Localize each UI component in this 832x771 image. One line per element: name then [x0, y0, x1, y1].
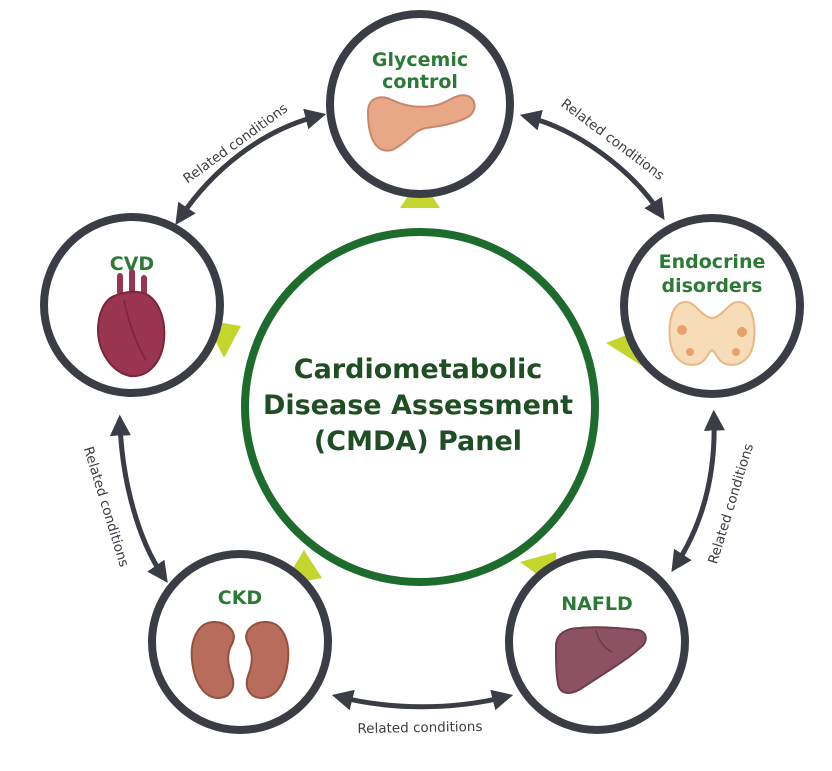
node-label-line-2: control: [382, 71, 458, 93]
node-cvd: CVD: [40, 213, 224, 397]
kidneys-icon: [190, 620, 290, 700]
node-label-line-2: disorders: [661, 275, 762, 297]
relation-arrow-ckd-cvd: [109, 414, 168, 583]
heart-icon: [96, 269, 166, 378]
node-label-line-1: Glycemic: [372, 49, 468, 71]
relation-arrows: [109, 108, 725, 711]
center-ring: [241, 228, 599, 586]
node-nafld: NAFLD: [505, 550, 689, 734]
relation-label-glycemic-endocrine: Related conditions: [558, 96, 667, 184]
pancreas-icon: [366, 94, 476, 152]
node-label-line-1: CVD: [110, 253, 154, 275]
center-title-line-2: Disease Assessment: [263, 390, 573, 421]
relation-arrow-cvd-glycemic: [175, 108, 327, 225]
relation-label-nafld-ckd: Related conditions: [357, 719, 482, 737]
node-label-line-1: Endocrine: [659, 251, 766, 273]
center-title-line-3: (CMDA) Panel: [314, 426, 522, 457]
center-panel: Cardiometabolic Disease Assessment (CMDA…: [241, 228, 599, 586]
node-endocrine: Endocrine disorders: [620, 214, 804, 398]
node-label-line-1: CKD: [218, 587, 262, 609]
node-glycemic: Glycemic control: [326, 10, 514, 198]
node-ring: [620, 214, 804, 398]
relation-arrow-endocrine-nafld: [671, 409, 725, 573]
relation-label-cvd-glycemic: Related conditions: [180, 101, 291, 187]
node-ring: [326, 10, 514, 198]
thyroid-icon: [668, 300, 756, 366]
node-label-line-1: NAFLD: [561, 593, 632, 615]
node-ring: [148, 550, 332, 734]
relation-arrow-nafld-ckd: [331, 689, 514, 711]
node-ckd: CKD: [148, 550, 332, 734]
liver-icon: [554, 626, 647, 694]
relation-arrow-glycemic-endocrine: [519, 110, 665, 221]
center-title-line-1: Cardiometabolic: [294, 354, 542, 385]
